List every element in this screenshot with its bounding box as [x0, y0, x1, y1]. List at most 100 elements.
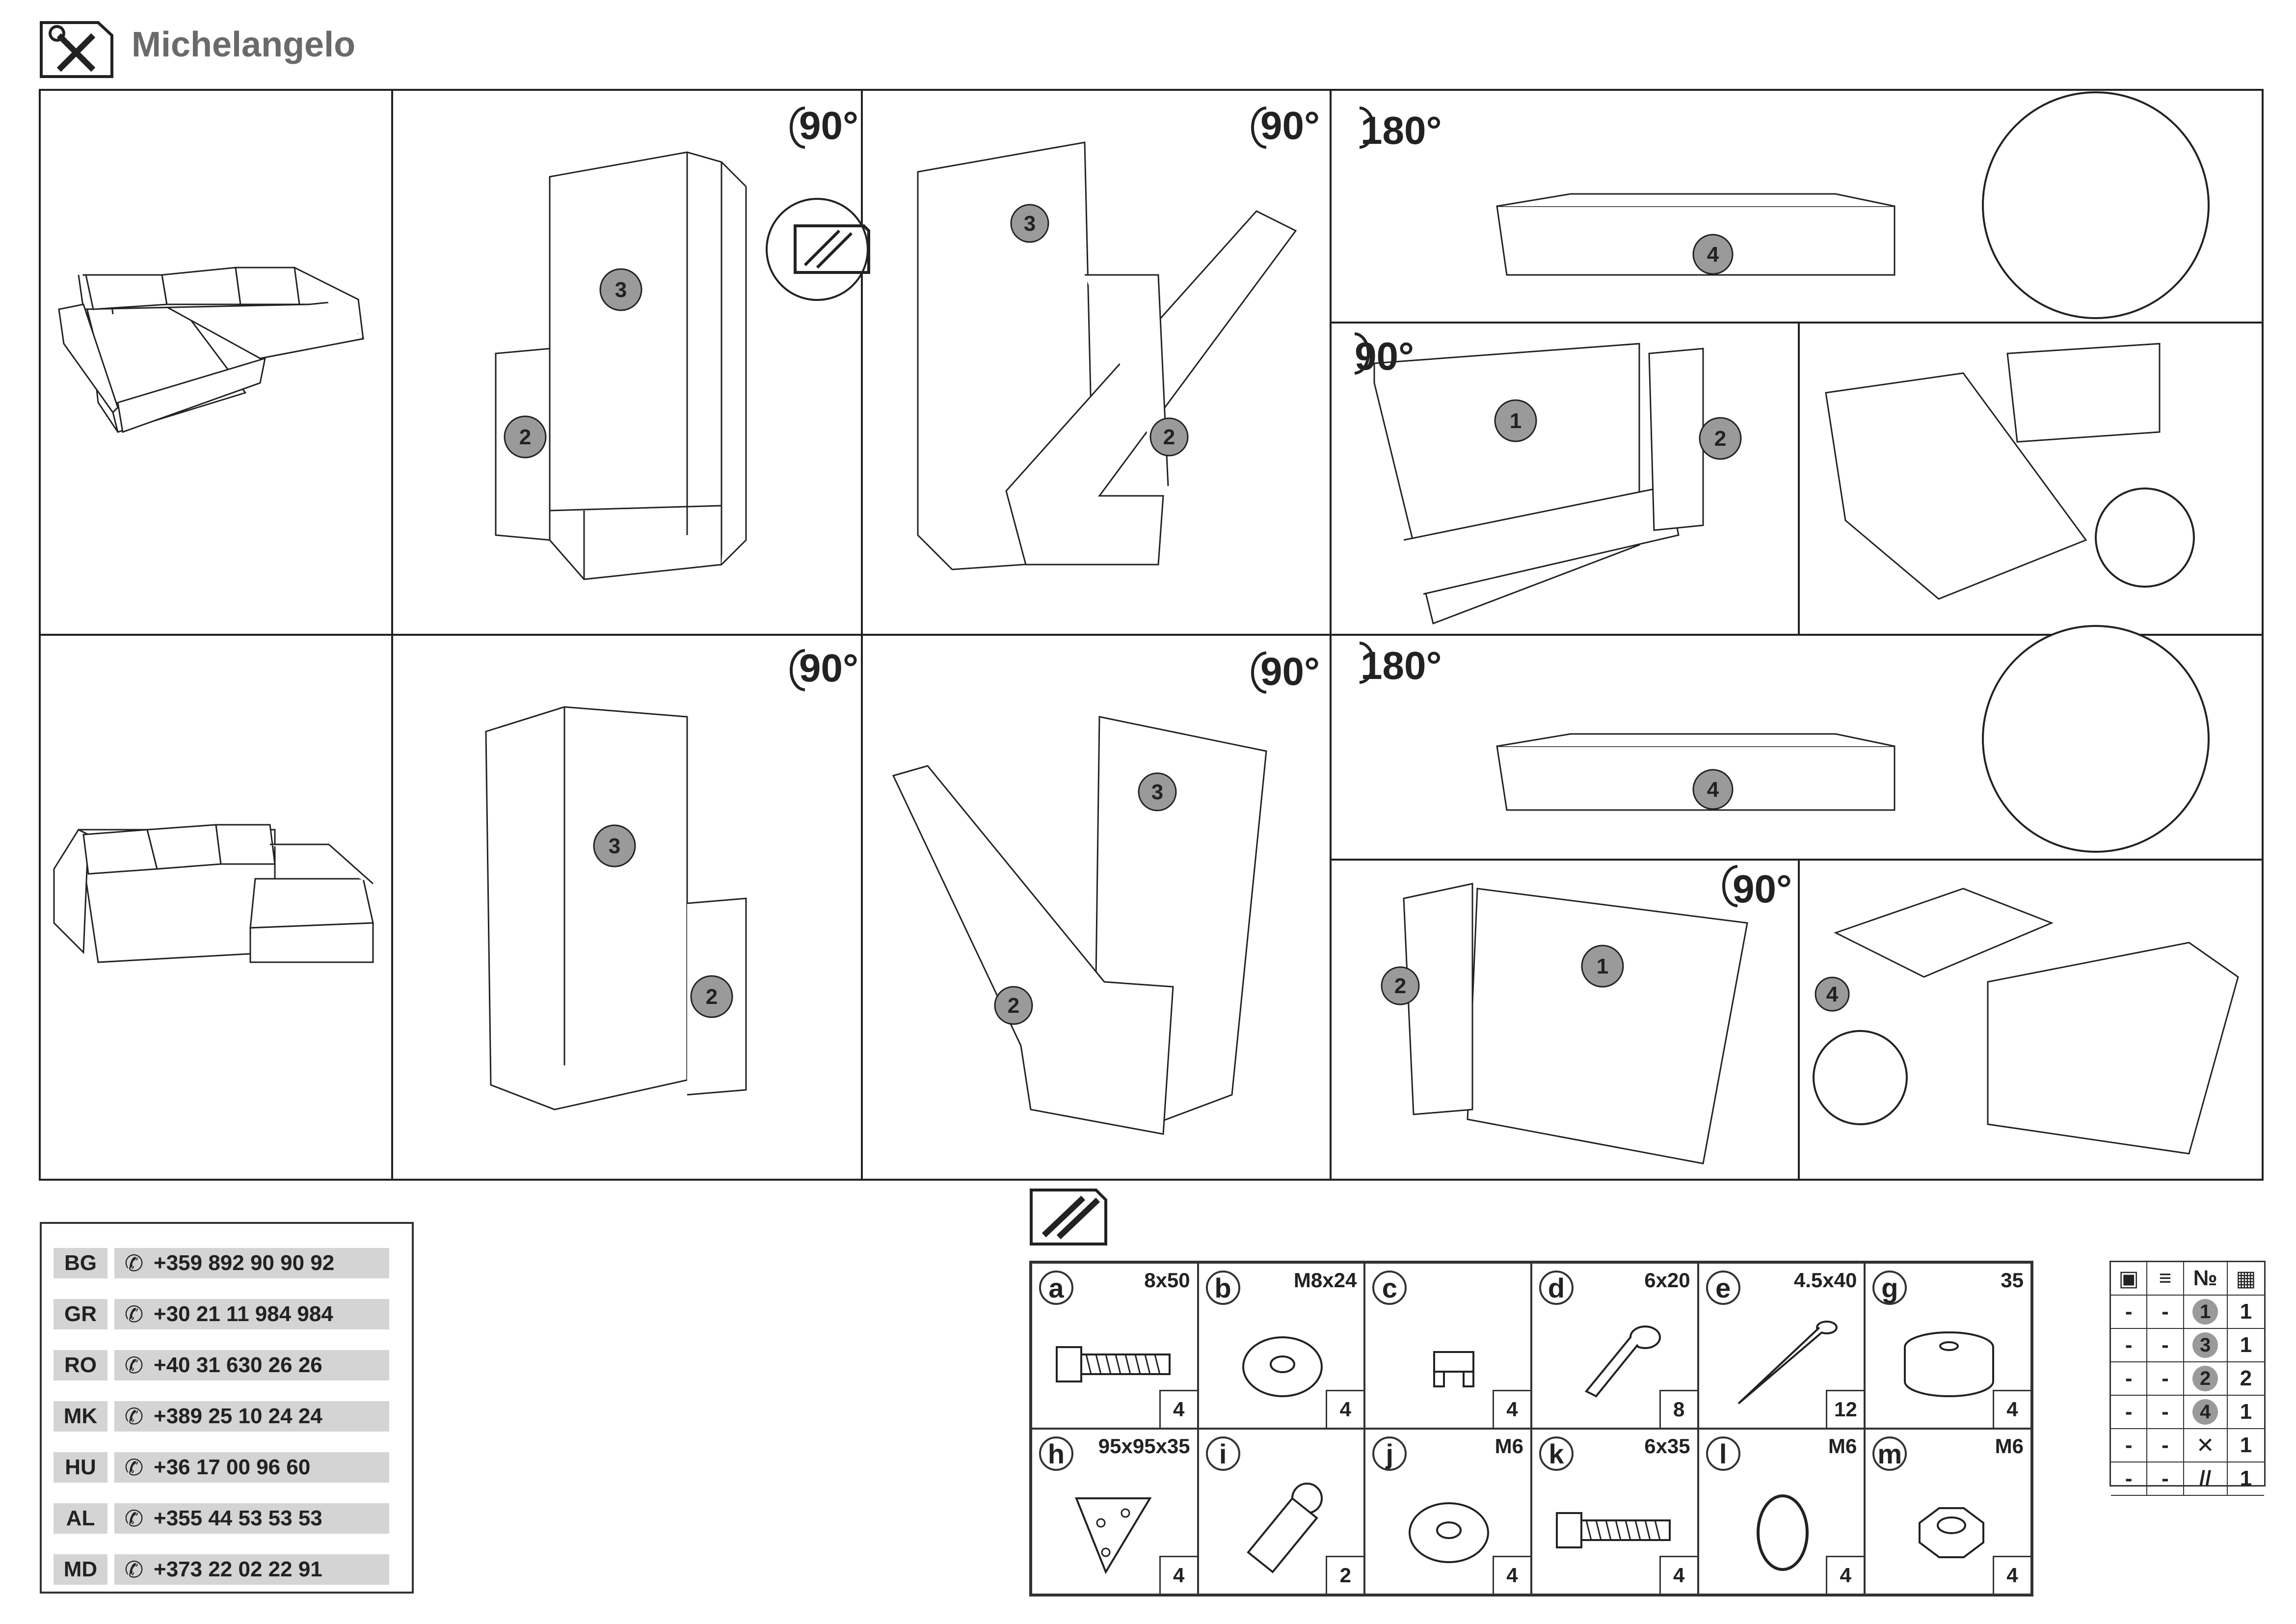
phone-row: HU ✆+36 17 00 96 60	[53, 1442, 400, 1493]
package-col-a: -	[2111, 1396, 2148, 1428]
svg-text:2: 2	[1714, 427, 1726, 451]
svg-text:2: 2	[1163, 425, 1175, 449]
package-number: 4	[2192, 1399, 2218, 1425]
screw-icon	[1552, 1313, 1680, 1411]
part-quantity: 4	[1826, 1556, 1864, 1594]
phone-number-box: ✆+389 25 10 24 24	[114, 1401, 389, 1432]
step-1-cabinet	[495, 151, 747, 580]
phone-number-box: ✆+30 21 11 984 984	[114, 1299, 389, 1329]
step-6-cabinet	[892, 716, 1267, 1135]
svg-text:4: 4	[1826, 982, 1839, 1006]
wood-screw-icon	[1719, 1313, 1846, 1411]
phone-icon: ✆	[124, 1353, 144, 1378]
phone-row: RO ✆+40 31 630 26 26	[53, 1340, 400, 1391]
step-8-frame	[1403, 883, 1748, 1164]
part-size: 95x95x35	[1098, 1435, 1190, 1458]
svg-text:3: 3	[1024, 212, 1036, 236]
part-size: 8x50	[1144, 1269, 1190, 1292]
spring-washer-icon	[1719, 1479, 1846, 1577]
part-size: M6	[1995, 1435, 2024, 1458]
package-col-b: -	[2147, 1362, 2184, 1395]
package-number-cell: 4	[2184, 1396, 2228, 1428]
washer-icon	[1385, 1479, 1513, 1577]
phone-number: +40 31 630 26 26	[154, 1353, 322, 1377]
phone-icon: ✆	[124, 1455, 144, 1480]
svg-text:2: 2	[519, 425, 531, 449]
package-col-b: -	[2147, 1462, 2184, 1495]
package-col-a: -	[2111, 1296, 2148, 1328]
part-quantity: 4	[1492, 1390, 1530, 1428]
svg-text:1: 1	[1597, 954, 1608, 978]
svg-text:3: 3	[1151, 780, 1163, 804]
package-number: 2	[2192, 1366, 2218, 1391]
corner-plate-icon	[1052, 1479, 1179, 1577]
hardware-icon: //	[2184, 1462, 2228, 1495]
rotation-label: 180°	[1361, 644, 1442, 687]
package-qty: 1	[2240, 1299, 2252, 1324]
svg-text:2: 2	[1008, 994, 1019, 1018]
bolt-icon	[1052, 1313, 1179, 1411]
package-col-b: -	[2147, 1396, 2184, 1428]
bracket-zoom-circle-2	[1813, 1030, 1908, 1125]
package-number-cell: 1	[2184, 1296, 2228, 1328]
package-col-a: -	[2111, 1362, 2148, 1395]
svg-text:4: 4	[1707, 778, 1719, 802]
country-code: AL	[53, 1503, 107, 1534]
nut-icon	[1885, 1479, 2013, 1577]
quantity-icon: ▦	[2236, 1266, 2256, 1291]
package-col-b: -	[2147, 1429, 2184, 1462]
country-code: MK	[53, 1401, 107, 1432]
svg-text:2: 2	[1394, 974, 1406, 998]
phone-icon: ✆	[124, 1404, 144, 1429]
part-quantity: 4	[1159, 1390, 1197, 1428]
package-col-a: -	[2111, 1329, 2148, 1361]
step-8-sofa	[1834, 888, 2239, 1155]
rotation-label: 180°	[1361, 108, 1442, 152]
package-qty: 1	[2240, 1466, 2252, 1490]
phone-row: GR ✆+30 21 11 984 984	[53, 1289, 400, 1340]
package-qty: 1	[2240, 1400, 2252, 1424]
step-4-sofa	[1825, 343, 2161, 600]
phone-icon: ✆	[124, 1250, 144, 1276]
package-number-cell: 3	[2184, 1329, 2228, 1361]
part-letter: i	[1205, 1436, 1240, 1471]
svg-text:3: 3	[615, 278, 627, 302]
rotation-label: 90°	[1355, 334, 1414, 378]
package-col-b: -	[2147, 1296, 2184, 1328]
phone-number-box: ✆ +40 31 630 26 26	[114, 1350, 389, 1380]
support-phone-table: BG ✆+359 892 90 90 92 GR ✆+30 21 11 984 …	[40, 1222, 414, 1594]
package-qty: 2	[2240, 1366, 2252, 1390]
part-quantity: 4	[1992, 1556, 2030, 1594]
part-letter: k	[1539, 1436, 1574, 1471]
sofa-illustration-corner-left	[58, 267, 365, 433]
foot-icon	[1885, 1313, 2013, 1411]
layers-icon: ≡	[2147, 1262, 2184, 1295]
package-number: 3	[2192, 1332, 2218, 1358]
svg-text:3: 3	[609, 834, 620, 858]
package-number: 1	[2192, 1299, 2218, 1325]
part-letter: h	[1039, 1436, 1073, 1471]
phone-number: +30 21 11 984 984	[154, 1302, 333, 1326]
part-letter: m	[1872, 1436, 1907, 1471]
bracket-zoom-circle	[2095, 487, 2195, 588]
package-row: --✕1	[2111, 1429, 2264, 1462]
step-5-cabinet	[485, 706, 747, 1110]
part-quantity: 4	[1992, 1390, 2030, 1428]
part-cell: m M6 4	[1865, 1429, 2031, 1595]
part-size: M6	[1828, 1435, 1857, 1458]
phone-number-box: ✆+36 17 00 96 60	[114, 1452, 389, 1483]
phone-row: AL ✆+355 44 53 53 53	[53, 1493, 400, 1544]
bolt-icon	[1552, 1479, 1680, 1577]
